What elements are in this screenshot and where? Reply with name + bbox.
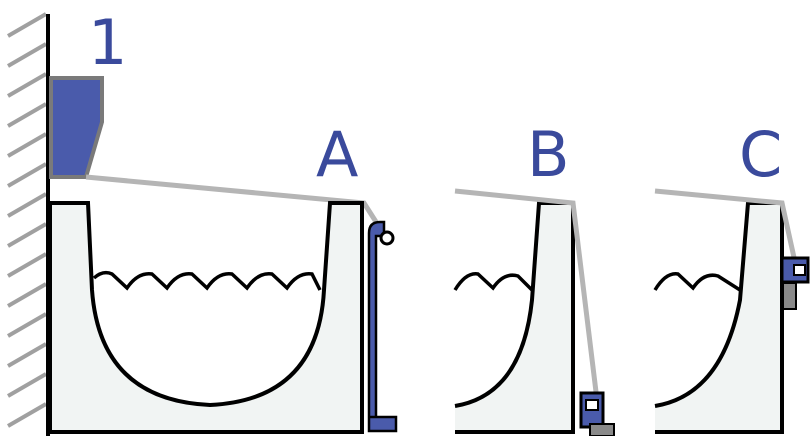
water-surface-c [653, 272, 741, 292]
panel-b-label: B [527, 118, 570, 191]
hook-ring-a [379, 230, 395, 246]
tub-cross-section-c [654, 201, 784, 434]
panel-b: B [453, 118, 615, 436]
hook-clip-a [367, 220, 398, 433]
water-surface-a [92, 270, 322, 291]
part-number-label: 1 [88, 6, 127, 79]
cord-c [654, 188, 798, 263]
panel-a-label: A [316, 118, 358, 191]
panel-c-label: C [739, 118, 782, 191]
hatched-wall-icon [6, 12, 50, 436]
cord-b [454, 188, 600, 401]
water-surface-b [453, 272, 534, 292]
panel-c: C [653, 118, 810, 434]
tub-cross-section-a [48, 201, 364, 434]
panel-a: A [48, 118, 398, 434]
tub-cross-section-b [454, 201, 575, 434]
wall-bracket-icon [49, 76, 104, 179]
hook-clip-b [579, 391, 615, 436]
hook-clip-c [780, 256, 810, 310]
